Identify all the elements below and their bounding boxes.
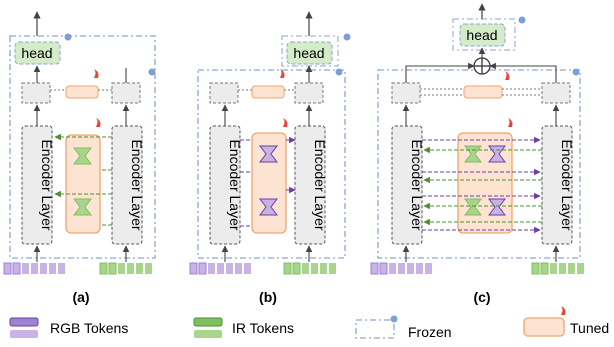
legend-frozen: Frozen bbox=[408, 324, 452, 340]
cls-token-box bbox=[391, 82, 421, 104]
ir-token-row bbox=[283, 262, 336, 275]
snowflake-icon bbox=[518, 16, 526, 24]
rgb-token-row bbox=[189, 262, 251, 275]
cls-token-box bbox=[294, 82, 324, 104]
frozen-swatch bbox=[355, 319, 395, 339]
ir-encoder-layer bbox=[111, 125, 143, 245]
ir-token-row bbox=[99, 262, 152, 275]
ir-encoder-layer bbox=[541, 125, 573, 245]
ir-adapter-icon bbox=[73, 147, 92, 165]
flame-icon bbox=[280, 69, 285, 78]
flame-icon bbox=[96, 118, 101, 127]
frozen-box bbox=[452, 18, 516, 51]
rgb-adapter-icon bbox=[259, 198, 278, 216]
frozen-box bbox=[197, 69, 346, 259]
flame-icon bbox=[561, 306, 566, 315]
legend-rgb-tokens: RGB Tokens bbox=[50, 320, 128, 336]
panel-caption: (b) bbox=[259, 289, 277, 305]
encoder-label: Encoder Layer bbox=[312, 139, 328, 230]
snowflake-icon bbox=[343, 33, 351, 41]
panel-c: head Encoder Layer Encoder Layer bbox=[370, 3, 584, 305]
cls-token-box bbox=[111, 82, 141, 104]
cls-token-box bbox=[21, 82, 51, 104]
head-label: head bbox=[293, 45, 324, 61]
flame-icon bbox=[94, 69, 99, 78]
encoder-label: Encoder Layer bbox=[39, 139, 55, 230]
rgb-token-swatch bbox=[10, 330, 38, 338]
snowflake-icon bbox=[148, 68, 156, 76]
rgb-token-swatch bbox=[9, 317, 39, 327]
flame-icon bbox=[508, 118, 513, 127]
panel-caption: (a) bbox=[72, 289, 89, 305]
tuned-swatch bbox=[523, 317, 565, 337]
cls-token-box bbox=[209, 82, 239, 104]
encoder-label: Encoder Layer bbox=[227, 139, 243, 230]
tuned-fusion-block bbox=[251, 85, 285, 99]
ir-adapter-icon bbox=[73, 198, 92, 216]
encoder-label: Encoder Layer bbox=[409, 139, 425, 230]
head-block bbox=[14, 41, 61, 65]
ir-token-swatch bbox=[193, 317, 223, 327]
tuned-fusion-block bbox=[463, 85, 503, 99]
ir-adapter-icon bbox=[464, 198, 482, 216]
arrow bbox=[405, 62, 475, 83]
encoder-label: Encoder Layer bbox=[129, 139, 145, 230]
rgb-token-row bbox=[3, 262, 65, 275]
arrow bbox=[489, 62, 557, 83]
legend-ir-tokens: IR Tokens bbox=[232, 320, 294, 336]
flame-icon bbox=[283, 118, 288, 127]
snowflake-icon bbox=[390, 315, 398, 323]
encoder-label: Encoder Layer bbox=[559, 139, 575, 230]
head-block bbox=[459, 23, 506, 47]
legend: RGB Tokens IR Tokens Frozen Tuned bbox=[9, 306, 609, 340]
frozen-box bbox=[9, 35, 156, 259]
snowflake-icon bbox=[64, 33, 72, 41]
head-block bbox=[286, 41, 333, 65]
rgb-adapter-icon bbox=[259, 145, 278, 163]
legend-tuned: Tuned bbox=[570, 320, 609, 336]
tuned-adapter-block bbox=[251, 132, 287, 234]
flame-icon bbox=[505, 71, 510, 80]
panel-b: head Encoder Layer Encoder Layer bbox=[189, 11, 351, 305]
snowflake-icon bbox=[572, 68, 580, 76]
snowflake-icon bbox=[335, 68, 343, 76]
rgb-token-row bbox=[370, 262, 432, 275]
tuned-adapter-block bbox=[65, 134, 101, 234]
ir-token-row bbox=[531, 262, 584, 275]
cls-token-box bbox=[541, 82, 571, 104]
rgb-encoder-layer bbox=[391, 125, 423, 245]
panel-caption: (c) bbox=[473, 289, 490, 305]
rgb-adapter-icon bbox=[488, 198, 506, 216]
ir-encoder-layer bbox=[294, 125, 326, 245]
ir-token-swatch bbox=[194, 330, 222, 338]
tuned-fusion-block bbox=[65, 85, 99, 99]
panel-a: head Encoder Layer Encoder Layer bbox=[3, 11, 156, 305]
head-label: head bbox=[21, 45, 52, 61]
head-label: head bbox=[466, 27, 497, 43]
